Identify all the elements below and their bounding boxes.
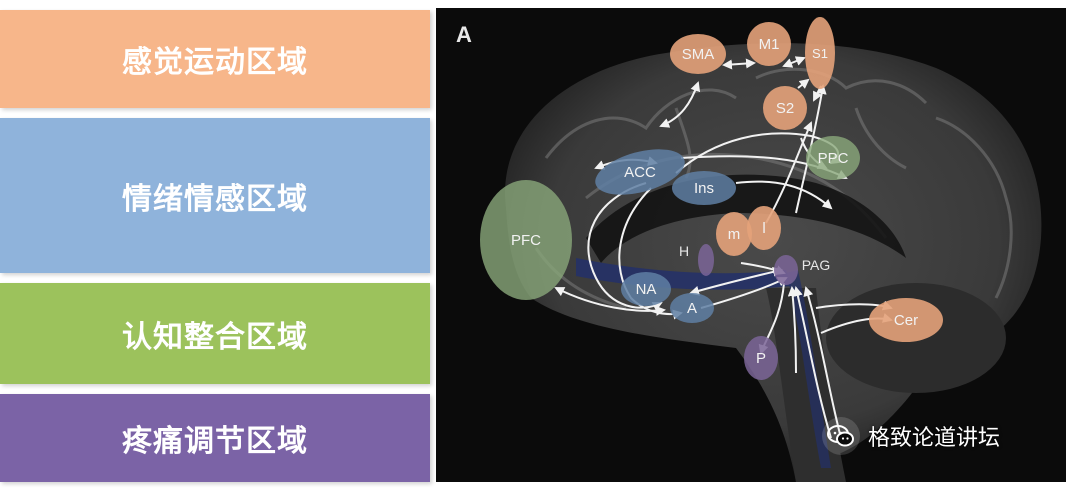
node-sma: SMA: [670, 34, 726, 74]
node-m1-label: M1: [759, 36, 780, 53]
brain-diagram-svg: SMA M1 S1 S2 m l Cer ACC: [480, 17, 1042, 482]
legend-pain-modulation-label: 疼痛调节区域: [122, 424, 308, 459]
node-a: A: [670, 293, 714, 323]
node-h: H: [679, 243, 714, 276]
brainstem-tissue: [766, 288, 846, 482]
watermark: 格致论道讲坛: [822, 416, 1000, 456]
node-l-label: l: [762, 220, 765, 237]
corpus-callosum: [586, 174, 906, 263]
node-pag: PAG: [774, 255, 830, 285]
legend-emotion-region: 情绪情感区域: [0, 118, 430, 273]
node-s2-label: S2: [776, 100, 794, 117]
panel-label: A: [456, 22, 472, 47]
node-a-label: A: [687, 300, 697, 317]
legend-sensorimotor-label: 感觉运动区域: [122, 45, 308, 80]
brain-diagram-panel: SMA M1 S1 S2 m l Cer ACC: [436, 8, 1066, 482]
node-s2: S2: [763, 86, 807, 130]
node-s1: S1: [805, 17, 835, 89]
legend-pain-modulation-region: 疼痛调节区域: [0, 394, 430, 482]
node-na: NA: [621, 272, 671, 306]
label-h: H: [679, 243, 689, 259]
pain-pathway-descending: [786, 270, 831, 468]
node-ppc: PPC: [806, 136, 860, 180]
node-cer: Cer: [869, 298, 943, 342]
legend-cognitive-label: 认知整合区域: [122, 319, 308, 355]
legend-sensorimotor-region: 感觉运动区域: [0, 10, 430, 108]
node-pfc: PFC: [480, 180, 572, 300]
legend-emotion-label: 情绪情感区域: [122, 181, 308, 217]
node-na-label: NA: [636, 281, 657, 298]
node-m: m: [716, 212, 752, 256]
node-pfc-label: PFC: [511, 232, 541, 249]
node-ins-label: Ins: [694, 180, 714, 197]
node-sma-label: SMA: [682, 46, 715, 63]
node-s1-label: S1: [812, 46, 828, 61]
node-l: l: [747, 206, 781, 250]
node-m1: M1: [747, 22, 791, 66]
node-ppc-label: PPC: [818, 150, 849, 167]
node-m-label: m: [728, 226, 741, 243]
label-pag: PAG: [802, 257, 831, 273]
watermark-text: 格致论道讲坛: [868, 426, 1001, 451]
wechat-icon: [822, 417, 860, 455]
node-p: P: [744, 336, 778, 380]
legend-cognitive-region: 认知整合区域: [0, 283, 430, 384]
node-ins: Ins: [672, 171, 736, 205]
node-p-label: P: [756, 350, 766, 367]
node-cer-label: Cer: [894, 312, 918, 329]
node-acc: ACC: [595, 149, 685, 195]
node-acc-label: ACC: [624, 164, 656, 181]
